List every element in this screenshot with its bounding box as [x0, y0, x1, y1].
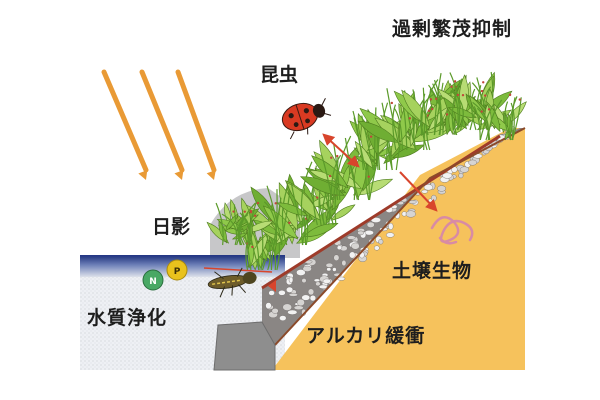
soil-bank	[272, 128, 525, 370]
phosphorus-ball-icon: P	[166, 259, 188, 281]
dragonfly-larva-icon	[207, 267, 257, 298]
phosphorus-symbol: P	[174, 267, 181, 277]
earthworm-icon	[430, 215, 474, 245]
nitrogen-ball-icon: N	[142, 269, 164, 291]
alkali-buffer-label: アルカリ緩衝	[306, 325, 426, 347]
water-purification-label: 水質浄化	[87, 307, 168, 329]
sun-ray-arrow	[101, 69, 149, 180]
plant-icon	[206, 71, 527, 271]
sun-ray-arrow	[139, 69, 185, 180]
interaction-arrows	[203, 133, 438, 292]
shade-label: 日影	[152, 216, 191, 238]
concrete-foot	[213, 321, 276, 371]
ladybug-icon	[281, 97, 332, 140]
overgrowth-suppression-label: 過剰繁茂抑制	[392, 18, 513, 40]
insect-plant-arrow	[322, 133, 360, 168]
plant-soil-arrow	[399, 171, 438, 212]
water-plant-arrow	[203, 267, 273, 273]
nitrogen-symbol: N	[149, 277, 157, 287]
insects-label: 昆虫	[260, 64, 299, 86]
soil-organisms-label: 土壌生物	[392, 260, 473, 282]
sun-ray-arrow	[175, 69, 217, 180]
sun-rays-icon	[101, 69, 217, 180]
